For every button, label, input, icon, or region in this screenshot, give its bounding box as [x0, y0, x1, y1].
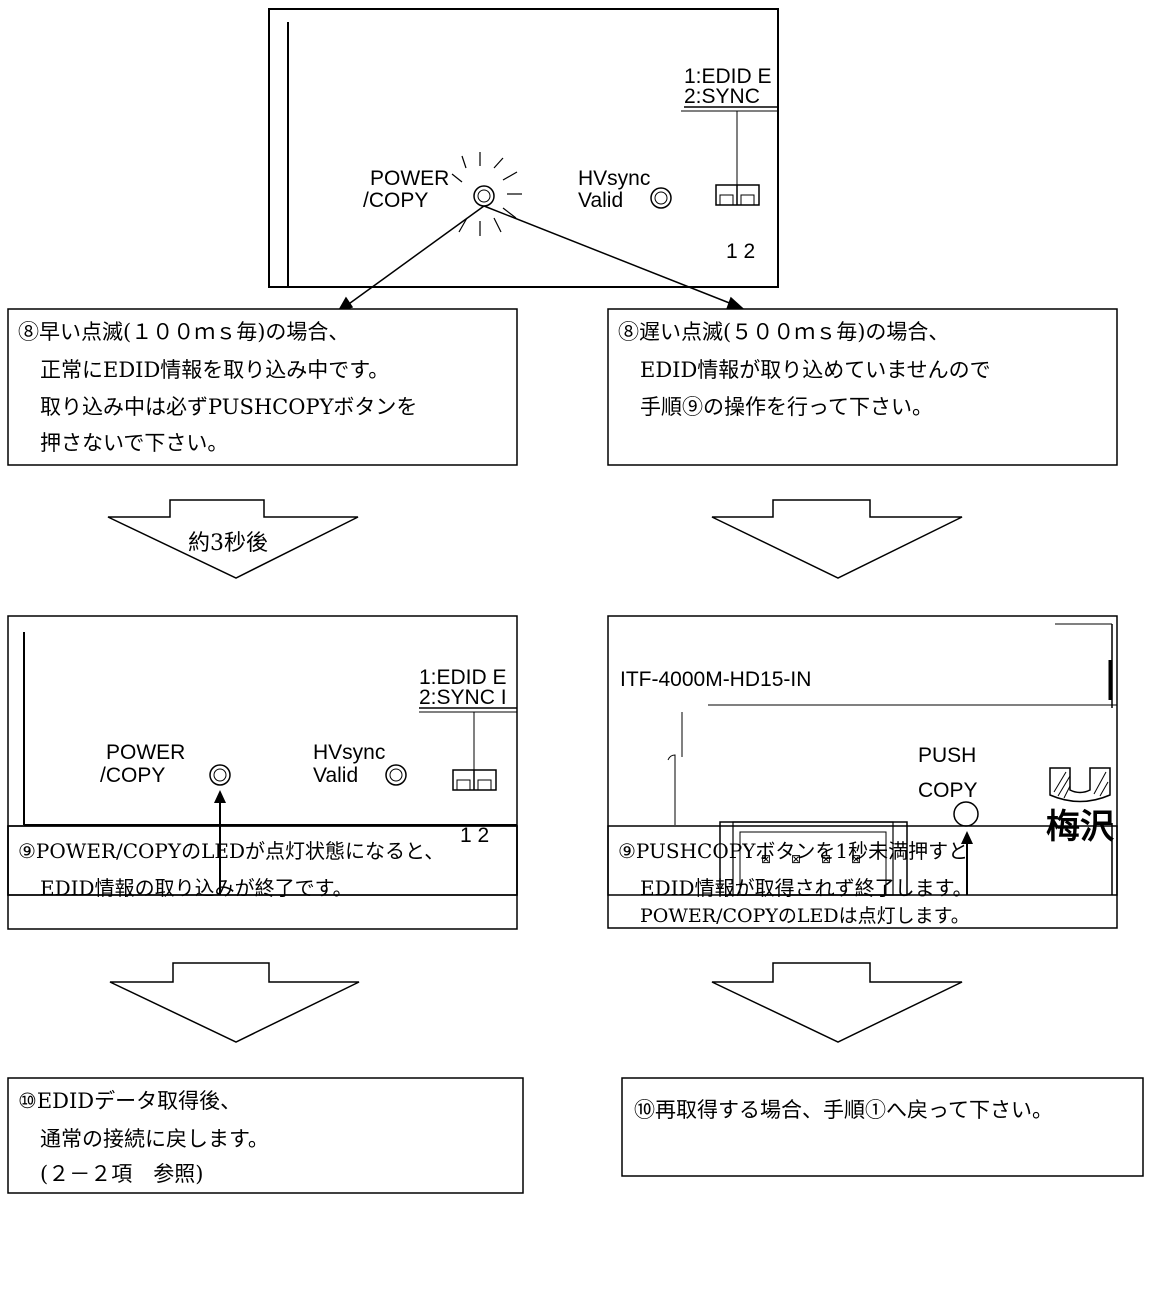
brand-name: 梅沢	[1046, 807, 1115, 847]
power-copy-label-line2: /COPY	[100, 764, 165, 787]
hvsync-label-line2: Valid	[313, 764, 358, 787]
svg-text:⊠: ⊠	[761, 852, 771, 866]
down-arrow-right-1	[711, 499, 963, 579]
fast-blink-line2: 正常にEDID情報を取り込み中です。	[40, 358, 389, 382]
dip-switch-numbers: 1 2	[726, 240, 755, 263]
led-on-line2: EDID情報の取り込みが終了です。	[40, 876, 353, 900]
hvsync-led-icon	[385, 764, 407, 786]
push-copy-line3: POWER/COPYのLEDは点灯します。	[640, 905, 970, 927]
hvsync-label-line2: Valid	[578, 189, 623, 212]
push-copy-line2: EDID情報が取得されず終了します。	[640, 876, 973, 900]
left-device-panel: 1:EDID E 2:SYNC I 1 2 POWER /COPY HVsync…	[7, 615, 518, 900]
hvsync-label-line1: HVsync	[578, 167, 650, 190]
dip-switch-label-edid: 1:EDID E	[419, 666, 507, 689]
down-arrow-left-2	[109, 962, 360, 1043]
dip-switch-icon	[452, 769, 497, 791]
svg-text:⊠: ⊠	[851, 852, 861, 866]
fast-blink-line4: 押さないで下さい。	[40, 431, 228, 455]
push-copy-line1: ⑨PUSHCOPYボタンを1秒未満押すと	[618, 839, 968, 863]
retry-line1: ⑩再取得する場合、手順①へ戻って下さい。	[634, 1098, 1053, 1122]
restore-line2: 通常の接続に戻します。	[40, 1127, 269, 1151]
restore-line3: (２－２項 参照)	[40, 1162, 203, 1186]
power-copy-label-line1: POWER	[106, 741, 185, 764]
slow-blink-line1: ⑧遅い点滅(５００ｍｓ毎)の場合、	[618, 320, 949, 344]
slow-blink-line3: 手順⑨の操作を行って下さい。	[640, 395, 933, 419]
fast-blink-line3: 取り込み中は必ずPUSHCOPYボタンを	[40, 395, 417, 419]
push-copy-label-line1: PUSH	[918, 744, 976, 767]
box-fast-blink: ⑧早い点滅(１００ｍｓ毎)の場合、 正常にEDID情報を取り込み中です。 取り込…	[7, 308, 518, 466]
restore-line1: ⑩EDIDデータ取得後、	[18, 1089, 241, 1113]
device-model-name: ITF-4000M-HD15-IN	[620, 668, 811, 691]
hvsync-label-line1: HVsync	[313, 741, 385, 764]
dip-switch-numbers: 1 2	[460, 824, 489, 847]
box-retry: ⑩再取得する場合、手順①へ戻って下さい。	[621, 1077, 1144, 1177]
right-device-panel: ITF-4000M-HD15-IN PUSH COPY 梅沢	[607, 615, 1118, 900]
brand-logo-fragment-icon	[1049, 767, 1111, 803]
hvsync-led-icon	[650, 187, 672, 209]
connector-icon: ⊠ ⊠ ⊠ ⊠	[719, 821, 908, 896]
slow-blink-line2: EDID情報が取り込めていませんので	[640, 358, 991, 382]
power-copy-label-line2: /COPY	[363, 189, 428, 212]
dip-switch-icon	[715, 184, 760, 206]
down-arrow-right-2	[711, 962, 963, 1043]
top-device-panel: 1:EDID E 2:SYNC 1 2 POWER /COPY	[268, 8, 779, 288]
svg-text:⊠: ⊠	[791, 852, 801, 866]
push-copy-button-icon[interactable]	[953, 801, 979, 827]
fast-blink-line1: ⑧早い点滅(１００ｍｓ毎)の場合、	[18, 320, 349, 344]
dip-switch-label-sync: 2:SYNC	[684, 85, 760, 108]
box-restore: ⑩EDIDデータ取得後、 通常の接続に戻します。 (２－２項 参照)	[7, 1077, 524, 1194]
power-copy-label-line1: POWER	[370, 167, 449, 190]
push-copy-label-line2: COPY	[918, 779, 978, 802]
box-slow-blink: ⑧遅い点滅(５００ｍｓ毎)の場合、 EDID情報が取り込めていませんので 手順⑨…	[607, 308, 1118, 466]
svg-text:⊠: ⊠	[821, 852, 831, 866]
down-arrow-left-1: 約3秒後	[107, 499, 359, 579]
led-on-line1: ⑨POWER/COPYのLEDが点灯状態になると、	[18, 839, 444, 863]
power-led-on-icon	[209, 764, 231, 786]
arrow-label-3sec: 約3秒後	[188, 531, 268, 556]
dip-switch-label-sync: 2:SYNC I	[419, 686, 507, 709]
dip-switch-label-edid: 1:EDID E	[684, 65, 772, 88]
